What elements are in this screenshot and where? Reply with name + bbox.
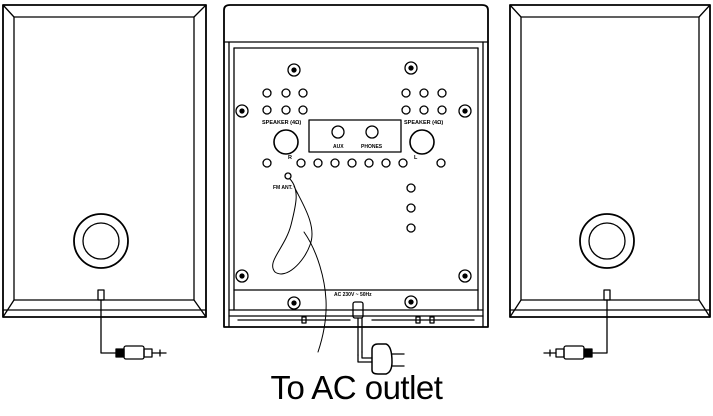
vent-hole — [298, 105, 308, 115]
vent-hole — [437, 88, 447, 98]
vent-hole — [437, 105, 447, 115]
vent-hole — [281, 105, 291, 115]
vent-hole — [419, 88, 429, 98]
aux-label: AUX — [333, 144, 344, 150]
left-speaker — [2, 4, 207, 318]
ac-power-cord — [352, 301, 405, 375]
phones-label: PHONES — [361, 144, 383, 150]
screw — [458, 104, 472, 118]
vent-hole — [381, 158, 391, 168]
left-speaker-woofer — [73, 213, 129, 269]
left-speaker-terminal — [97, 289, 105, 301]
ac-plug — [371, 343, 405, 375]
vent-hole — [406, 223, 416, 233]
vent-hole — [262, 88, 272, 98]
vent-hole — [296, 158, 306, 168]
caption: To AC outlet — [270, 369, 443, 406]
input-panel — [308, 119, 402, 153]
channel-r-label: R — [288, 155, 292, 161]
vent-hole — [262, 158, 272, 168]
vent-hole — [401, 105, 411, 115]
vent-hole — [281, 88, 291, 98]
speaker-r-label: SPEAKER (4Ω) — [262, 120, 301, 126]
fm-antenna — [272, 172, 327, 353]
ac-input-label: AC 230V ~ 50Hz — [334, 292, 372, 298]
main-unit-foot — [237, 316, 475, 324]
screw — [404, 61, 418, 75]
right-speaker — [509, 4, 711, 318]
vent-hole — [398, 158, 408, 168]
screw — [404, 295, 418, 309]
vent-hole — [364, 158, 374, 168]
vent-hole — [401, 88, 411, 98]
screw — [287, 63, 301, 77]
vent-hole — [262, 105, 272, 115]
aux-jack — [331, 125, 345, 139]
vent-hole — [436, 158, 446, 168]
screws — [235, 61, 472, 310]
vent-hole — [298, 88, 308, 98]
vent-hole — [313, 158, 323, 168]
main-unit — [223, 4, 489, 328]
fm-antenna-label: FM ANT. — [273, 185, 293, 191]
ventilation-holes — [262, 88, 447, 233]
screw — [235, 104, 249, 118]
screw — [235, 269, 249, 283]
left-speaker-cable — [100, 299, 167, 360]
speaker-jack-l — [409, 129, 435, 155]
channel-l-label: L — [414, 155, 418, 161]
speaker-l-label: SPEAKER (4Ω) — [404, 120, 443, 126]
screw — [287, 296, 301, 310]
phones-jack — [365, 125, 379, 139]
vent-hole — [347, 158, 357, 168]
vent-hole — [419, 105, 429, 115]
right-speaker-terminal — [603, 289, 611, 301]
speaker-jack-r — [273, 129, 299, 155]
right-speaker-woofer — [579, 213, 635, 269]
screw — [458, 269, 472, 283]
vent-hole — [406, 203, 416, 213]
vent-hole — [406, 183, 416, 193]
vent-hole — [330, 158, 340, 168]
fm-antenna-socket — [284, 172, 292, 180]
right-speaker-cable — [543, 299, 608, 360]
